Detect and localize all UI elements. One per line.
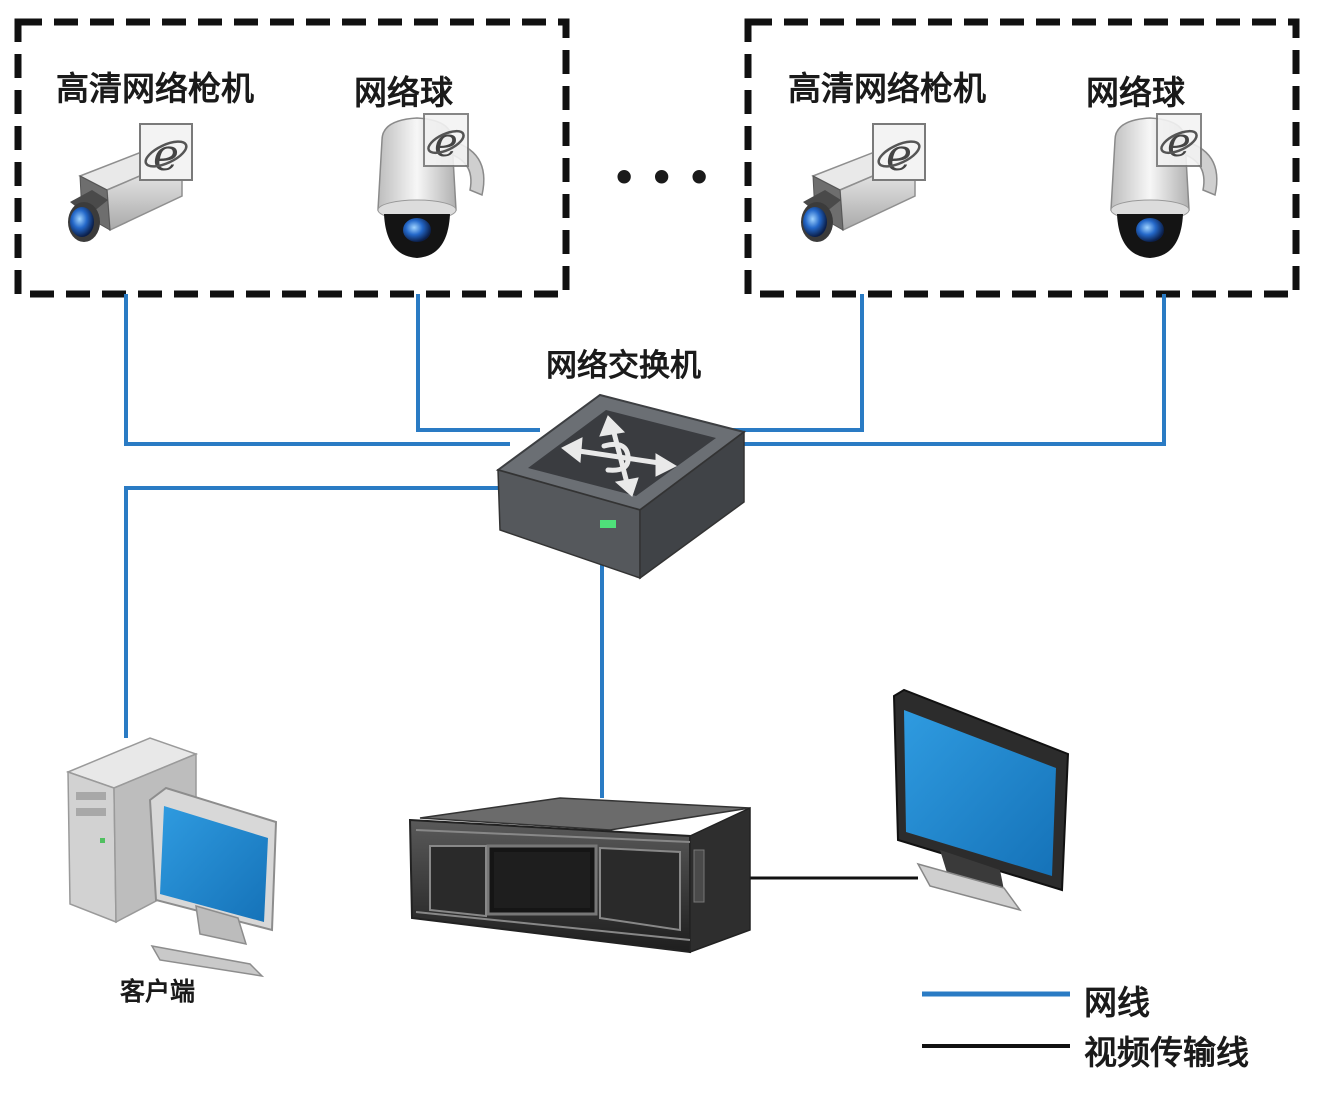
bullet-camera-icon-1 [66, 122, 194, 244]
bullet-camera-label-2: 高清网络枪机 [788, 69, 986, 108]
network-cable-client [124, 486, 500, 738]
bullet-camera-label-1: 高清网络枪机 [56, 69, 254, 108]
bullet-camera-icon-2 [799, 122, 927, 244]
legend-video-label: 视频传输线 [1084, 1033, 1249, 1072]
nvr-icon [408, 797, 751, 954]
network-cable-dome-2 [740, 294, 1166, 446]
network-switch-icon [495, 393, 747, 580]
display-monitor-icon [892, 688, 1070, 912]
ellipsis: • • • [612, 156, 712, 200]
network-cable-bullet-1 [124, 294, 510, 446]
network-cable-bullet-2 [716, 294, 864, 432]
dome-camera-label-1: 网络球 [354, 73, 453, 112]
network-cables [124, 294, 1166, 798]
network-cable-dome-1 [416, 294, 540, 432]
legend-network-label: 网线 [1084, 983, 1150, 1022]
camera-group-frame-2 [744, 18, 1300, 298]
dome-camera-icon-2 [1109, 112, 1219, 260]
camera-group-frame-1 [14, 18, 570, 298]
client-label: 客户端 [120, 977, 196, 1006]
switch-label: 网络交换机 [546, 348, 701, 384]
client-pc-icon [65, 737, 278, 978]
dome-camera-label-2: 网络球 [1086, 73, 1185, 112]
dome-camera-icon-1 [376, 112, 486, 260]
